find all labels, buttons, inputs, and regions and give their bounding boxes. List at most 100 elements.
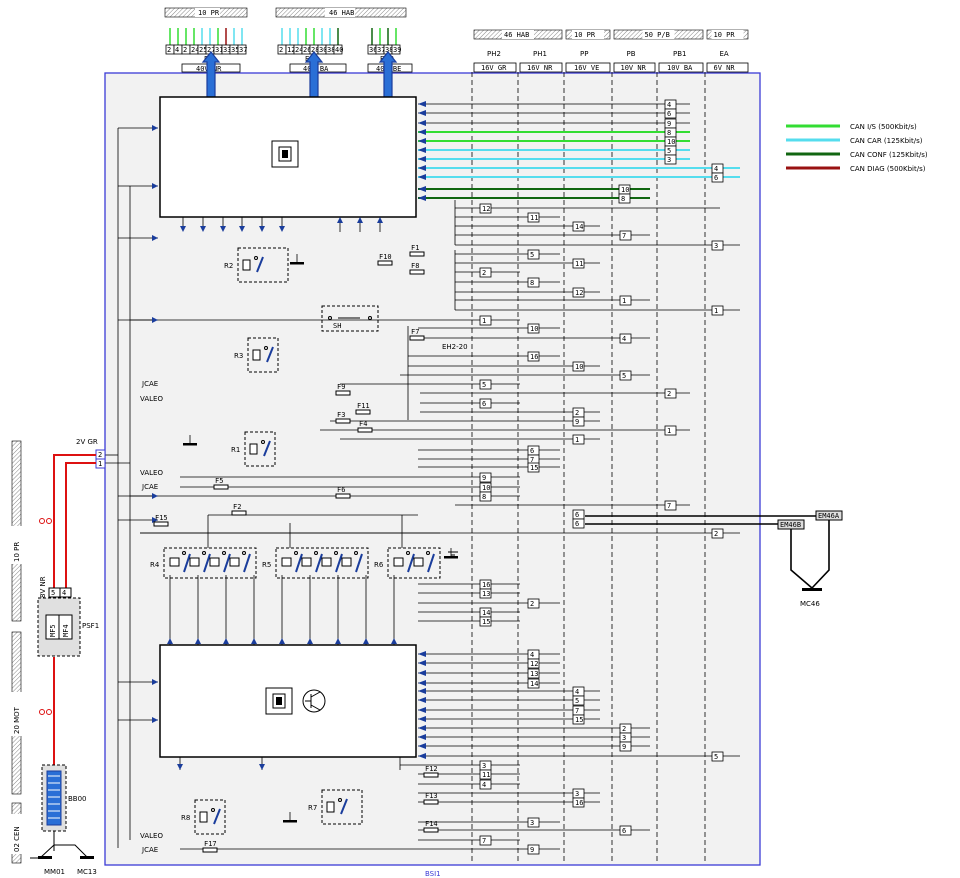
pin-number: 10	[482, 484, 490, 492]
pin-number: 3	[667, 156, 671, 164]
pin-number: 12	[530, 660, 538, 668]
pin-label: 38	[385, 46, 393, 54]
fuse-label: F1	[411, 244, 419, 252]
relay-r3: R3	[234, 337, 279, 373]
fuse-f14: F14	[423, 820, 439, 833]
pin-box	[479, 769, 492, 780]
fuse-label: F3	[337, 411, 345, 419]
pin-box	[711, 172, 724, 183]
pin-label: 24	[191, 46, 199, 54]
pin-box	[619, 370, 632, 381]
pin-number: 7	[575, 707, 579, 715]
pin-label: 40	[335, 46, 343, 54]
legend-label: CAN CONF (125Kbit/s)	[850, 151, 928, 159]
pin-number: 13	[482, 590, 490, 598]
pin-box	[572, 361, 585, 372]
legend-label: CAN CAR (125Kbit/s)	[850, 137, 923, 145]
fuse-label: F4	[359, 420, 367, 428]
pin-label: 26	[303, 46, 311, 54]
label-valeo-1: VALEO	[140, 395, 163, 403]
pin-box	[479, 472, 492, 483]
pin-number: 6	[622, 827, 626, 835]
pin-label: 28	[311, 46, 319, 54]
column-band-label: 10 PR	[714, 31, 736, 39]
pin-box	[619, 741, 632, 752]
connector-pin	[333, 44, 343, 55]
pin-number: 10	[530, 325, 538, 333]
column-band-label: 10 PR	[574, 31, 596, 39]
relay-label: R8	[181, 814, 190, 822]
fuse-f11: F11	[355, 402, 371, 415]
pin-box	[664, 108, 677, 119]
column-name: PB1	[673, 50, 686, 58]
pin-box	[527, 351, 540, 362]
pin-number: 14	[482, 609, 490, 617]
top-control-module	[159, 96, 417, 218]
pin-box	[527, 462, 540, 473]
svg-text:SH: SH	[333, 322, 341, 330]
pin-box	[664, 500, 677, 511]
pin-number: 5	[622, 372, 626, 380]
fuse-label: F10	[379, 253, 392, 261]
pin-number: 7	[622, 232, 626, 240]
pin-number: 3	[622, 734, 626, 742]
pin-number: 2	[482, 269, 486, 277]
pin-number: 8	[621, 195, 625, 203]
chip-transistor-icon	[265, 687, 326, 715]
column-name: PH2	[487, 50, 501, 58]
pin-number: 11	[575, 260, 583, 268]
pin-number: 4	[530, 651, 534, 659]
relay-r6: R6	[374, 547, 441, 579]
column-name: PP	[580, 50, 588, 58]
pin-number: 2	[575, 409, 579, 417]
pin-number: 4	[622, 335, 626, 343]
column-name: EA	[720, 50, 729, 58]
column-spec: 16V GR	[481, 64, 507, 72]
pin-label: 12	[287, 46, 295, 54]
pin-label: 33	[223, 46, 231, 54]
pin-number: 13	[530, 670, 538, 678]
pin-number: 6	[667, 110, 671, 118]
column-spec: 10V BA	[667, 64, 693, 72]
relay-r5: R5	[262, 547, 369, 579]
label-jcae-1: JCAE	[141, 380, 158, 388]
fuse-label: F12	[425, 765, 438, 773]
svg-text:02 CEN: 02 CEN	[13, 826, 21, 852]
svg-text:2V GR: 2V GR	[76, 438, 98, 446]
pin-number: 3	[575, 790, 579, 798]
left-side-bands: 10 PR 20 MOT 02 CEN	[11, 440, 22, 864]
fuse-f6: F6	[335, 486, 351, 499]
svg-text:MC46: MC46	[800, 600, 820, 608]
pin-number: 6	[714, 174, 718, 182]
pin-label: 31	[215, 46, 223, 54]
fuse-label: F17	[204, 840, 217, 848]
fuse-label: F2	[233, 503, 241, 511]
relay-label: R1	[231, 446, 240, 454]
sh-switch: SH	[321, 305, 379, 332]
pin-box	[527, 678, 540, 689]
column-band-label: 50 P/B	[645, 31, 670, 39]
pin-number: 6	[482, 400, 486, 408]
pin-box	[479, 315, 492, 326]
pin-number: 12	[575, 289, 583, 297]
pin-box	[479, 835, 492, 846]
relay-label: R3	[234, 352, 243, 360]
pin-box	[527, 668, 540, 679]
pin-box	[572, 434, 585, 445]
relay-label: R5	[262, 561, 271, 569]
svg-text:46 HAB: 46 HAB	[329, 9, 354, 17]
ground-icon	[183, 443, 197, 446]
fuse-label: F7	[411, 328, 419, 336]
relay-r2: R2	[224, 247, 289, 283]
fuse-label: F9	[337, 383, 345, 391]
svg-text:10 PR: 10 PR	[198, 9, 220, 17]
ground-icon	[283, 820, 297, 823]
pin-number: 11	[482, 771, 490, 779]
pin-box	[479, 491, 492, 502]
relay-r7: R7	[308, 789, 363, 825]
svg-text:MF4: MF4	[62, 624, 70, 637]
svg-text:20 MOT: 20 MOT	[13, 706, 21, 734]
pin-box	[527, 212, 540, 223]
